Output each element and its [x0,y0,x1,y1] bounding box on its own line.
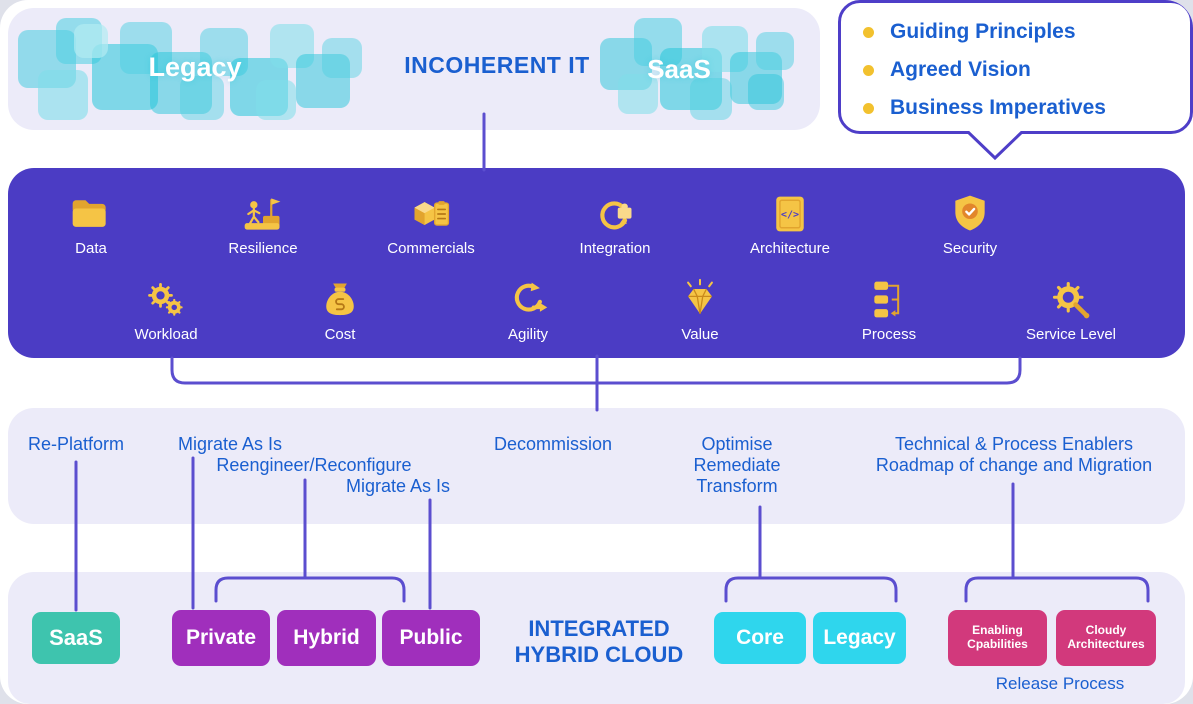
incoherent-it-title: INCOHERENT IT [404,52,590,78]
principle-item: Guiding Principles [863,13,1176,51]
diamond-icon [678,278,722,322]
legacy-chip: Legacy [813,612,906,664]
strategy-line: Transform [696,476,778,496]
capability-commercials: Commercials [361,192,501,257]
saas-chip: SaaS [32,612,120,664]
capability-label: Service Level [1025,326,1117,343]
integrated-hybrid-cloud-title: INTEGRATED HYBRID CLOUD [491,616,707,668]
capability-workload: Workload [96,278,236,343]
capability-security: Security [900,192,1040,257]
capability-agility: Agility [458,278,598,343]
cycle-arrow-icon [506,278,550,322]
capability-architecture: </> Architecture [720,192,860,257]
code-document-icon: </> [768,192,812,236]
capability-integration: Integration [545,192,685,257]
capability-label: Data [75,240,107,257]
legacy-cluster-label: Legacy [148,52,242,82]
release-process-label: Release Process [995,674,1125,693]
capability-process: Process [819,278,959,343]
callout-tail [965,131,1025,161]
climber-flag-icon [241,192,285,236]
principle-item: Agreed Vision [863,51,1176,89]
capability-label: Cost [324,326,356,343]
strategy-migrate-as-is-1: Migrate As Is [177,434,283,454]
title-line: HYBRID CLOUD [514,641,684,667]
gears-icon [144,278,188,322]
capability-label: Workload [134,326,198,343]
bullet-icon [863,26,874,38]
capability-label: Architecture [749,240,831,257]
saas-cluster-label: SaaS [647,54,711,84]
principle-label: Agreed Vision [890,58,1031,81]
capability-label: Value [681,326,719,343]
chip-line: Cloudy [1085,623,1127,638]
principle-item: Business Imperatives [863,89,1176,127]
strategy-enablers: Technical & Process Enablers Roadmap of … [854,434,1174,476]
capability-label: Process [861,326,917,343]
principles-callout: Guiding Principles Agreed Vision Busines… [838,0,1193,134]
capability-label: Integration [579,240,651,257]
capability-label: Resilience [228,240,298,257]
principle-label: Guiding Principles [890,20,1076,43]
puzzle-cycle-icon [593,192,637,236]
capability-label: Security [942,240,998,257]
strategy-decommission: Decommission [493,434,613,454]
strategy-re-platform: Re-Platform [27,434,125,454]
bullet-icon [863,64,874,76]
capability-resilience: Resilience [193,192,333,257]
capabilities-panel: Data Resilience Commercials Integration … [8,168,1185,358]
shield-check-icon [948,192,992,236]
gear-wrench-icon [1049,278,1093,322]
public-cloud-chip: Public [382,610,480,666]
principle-label: Business Imperatives [890,96,1106,119]
flowchart-icon [867,278,911,322]
title-line: INTEGRATED [528,616,670,641]
enabling-capabilities-chip: Enabling Cpabilities [948,610,1047,666]
capability-data: Data [21,192,161,257]
strategy-migrate-as-is-2: Migrate As Is [345,476,451,496]
capability-label: Agility [507,326,548,343]
strategy-line: Remediate [693,455,781,475]
svg-text:</>: </> [781,210,799,221]
money-bag-icon [318,278,362,322]
strategy-line: Optimise [701,434,773,454]
bullet-icon [863,102,874,114]
strategies-panel: Re-Platform Migrate As Is Reengineer/Rec… [8,408,1185,524]
chip-line: Cpabilities [967,637,1028,651]
private-cloud-chip: Private [172,610,270,666]
chip-line: Architectures [1067,637,1145,651]
strategy-line: Roadmap of change and Migration [875,455,1153,475]
capability-cost: Cost [270,278,410,343]
cloudy-architectures-chip: Cloudy Architectures [1056,610,1156,666]
incoherent-it-panel: Legacy INCOHERENT IT SaaS [8,8,820,130]
capability-value: Value [630,278,770,343]
capability-service-level: Service Level [1001,278,1141,343]
package-clipboard-icon [409,192,453,236]
core-chip: Core [714,612,806,664]
capability-label: Commercials [387,240,475,257]
strategy-optimise: Optimise Remediate Transform [677,434,797,497]
hybrid-cloud-chip: Hybrid [277,610,376,666]
strategy-line: Technical & Process Enablers [894,434,1134,454]
cloud-panel: SaaS Private Hybrid Public INTEGRATED HY… [8,572,1185,704]
chip-line: Enabling [972,623,1023,638]
folder-icon [69,192,113,236]
strategy-reengineer: Reengineer/Reconfigure [216,455,412,475]
